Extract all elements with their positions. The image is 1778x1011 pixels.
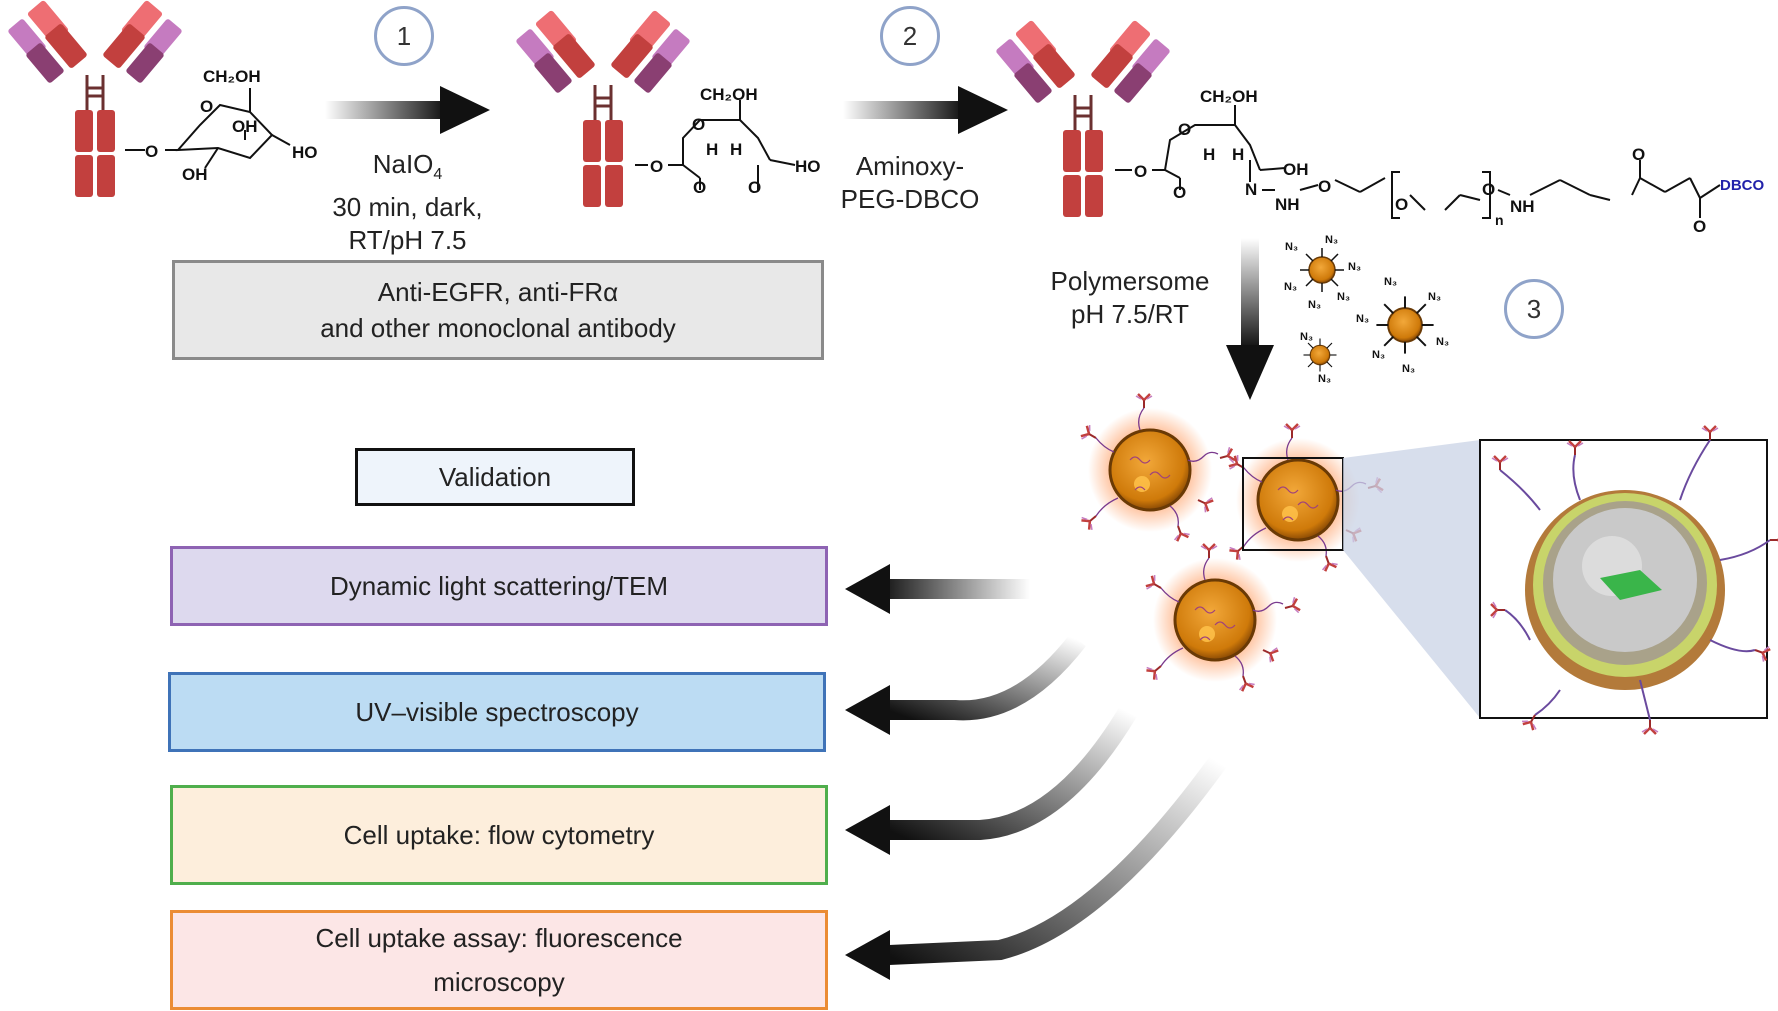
svg-text:H: H [730,140,742,159]
svg-text:N₃: N₃ [1372,349,1385,361]
fluorescence-microscopy-box: Cell uptake assay: fluorescence microsco… [170,910,828,1010]
antibody-conjugate-icon [993,18,1173,219]
antibody-types-box: Anti-EGFR, anti-FRα and other monoclonal… [172,260,824,360]
svg-text:N₃: N₃ [1384,276,1397,288]
arrow-step3 [1226,238,1274,400]
svg-text:N₃: N₃ [1300,331,1313,343]
svg-text:N₃: N₃ [1318,373,1331,385]
svg-text:HO: HO [795,157,821,176]
svg-text:n: n [1495,212,1504,228]
dls-tem-box: Dynamic light scattering/TEM [170,546,828,626]
svg-text:O: O [200,97,213,116]
svg-text:O: O [650,157,663,176]
polymersome-cross-section-icon [1489,424,1778,736]
svg-text:N₃: N₃ [1436,336,1449,348]
svg-text:N: N [1245,180,1257,199]
arrow-to-dls [845,564,1030,614]
arrow-to-flow [845,706,1137,855]
svg-text:H: H [706,140,718,159]
svg-text:N₃: N₃ [1325,234,1338,246]
svg-text:O: O [1395,195,1408,214]
svg-text:O: O [1482,180,1495,199]
svg-text:OH: OH [232,117,258,136]
sugar-structure-icon [125,88,291,169]
svg-text:NH: NH [1275,195,1300,214]
o-label: O [145,142,158,161]
svg-text:O: O [1632,145,1645,164]
flow-cytometry-box: Cell uptake: flow cytometry [170,785,828,885]
svg-text:O: O [1173,183,1186,202]
step1-conditions: NaIO4 30 min, dark, RT/pH 7.5 [332,149,483,256]
immunopolymersome-icon [1145,544,1301,692]
svg-text:OH: OH [1283,160,1309,179]
ch2oh-label: CH₂OH [203,67,261,86]
svg-text:N₃: N₃ [1284,281,1297,293]
svg-text:NH: NH [1510,197,1535,216]
svg-text:O: O [693,178,706,197]
svg-text:O: O [748,178,761,197]
svg-text:N₃: N₃ [1356,313,1369,325]
svg-text:CH₂OH: CH₂OH [700,85,758,104]
svg-text:N₃: N₃ [1402,363,1415,375]
svg-text:O: O [1318,177,1331,196]
immunopolymersome-icon [1080,394,1236,542]
svg-text:O: O [1693,217,1706,236]
arrow-step2 [843,86,1008,134]
step-3-badge: 3 [1504,279,1564,339]
svg-text:CH₂OH: CH₂OH [1200,87,1258,106]
svg-text:O: O [1134,162,1147,181]
uv-visible-box: UV–visible spectroscopy [168,672,826,752]
validation-title-box: Validation [355,448,635,506]
peg-dbco-structure-icon [1115,105,1721,219]
svg-text:N₃: N₃ [1348,261,1361,273]
arrow-to-uv [845,633,1086,735]
step2-conditions: Aminoxy- PEG-DBCO [840,151,980,214]
arrow-to-microscopy [845,756,1227,980]
step-2-badge: 2 [880,6,940,66]
svg-text:O: O [692,115,705,134]
svg-text:OH: OH [182,165,208,184]
step-1-badge: 1 [374,6,434,66]
svg-text:N₃: N₃ [1337,291,1350,303]
antibody-oxidized-icon [513,8,693,209]
svg-text:N₃: N₃ [1285,241,1298,253]
svg-text:N₃: N₃ [1428,291,1441,303]
svg-text:H: H [1232,145,1244,164]
step3-conditions: Polymersome pH 7.5/RT [1050,266,1210,329]
aldehyde-structure-icon [635,100,796,190]
svg-text:HO: HO [292,143,318,162]
dbco-label: DBCO [1720,177,1764,194]
svg-text:H: H [1203,145,1215,164]
antibody-icon [5,0,185,199]
svg-text:N₃: N₃ [1308,299,1321,311]
arrow-step1 [325,86,490,134]
svg-text:O: O [1178,120,1191,139]
